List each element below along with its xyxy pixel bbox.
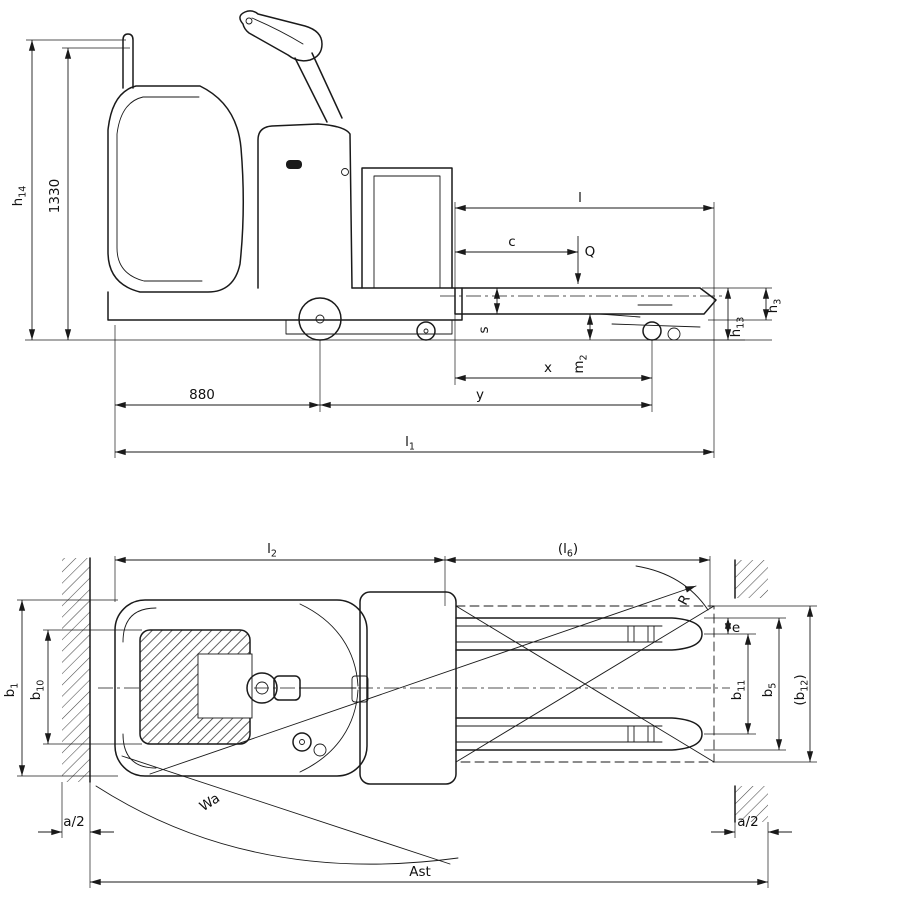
dim-h14-label: h14 — [10, 186, 29, 207]
fork-tip-linkage — [599, 304, 701, 328]
side-view-dimensions: h14 1330 l c Q h3 h13 s m2 — [10, 40, 784, 456]
dim-a2-left-label: a/2 — [63, 814, 84, 830]
dim-b5-label: b5 — [760, 683, 779, 698]
dim-ast-label: Ast — [409, 864, 431, 880]
top-view-dimensions: l2 (l6) R e b1 b10 b11 b5 (b12) Wa — [2, 541, 814, 886]
dim-l1-label: l1 — [405, 434, 415, 453]
dim-b10-label: b10 — [28, 680, 47, 701]
tiller-handle-inner-line — [251, 17, 304, 45]
lift-mast — [361, 167, 453, 289]
tiller-pivot — [246, 672, 278, 704]
diagonal-2 — [455, 605, 715, 763]
control-button-2 — [313, 743, 327, 757]
fork-tip-wheel-2 — [667, 327, 681, 341]
dim-m2-label: m2 — [571, 354, 590, 373]
housing-badge — [286, 160, 302, 169]
side-view: h14 1330 l c Q h3 h13 s m2 — [10, 10, 784, 458]
platform-insert — [197, 653, 253, 719]
dim-b12-label: (b12) — [792, 674, 811, 705]
dim-r-label: R — [675, 592, 694, 608]
dim-h13-label: h13 — [728, 317, 747, 338]
turning-arc — [95, 785, 459, 865]
housing-knob — [341, 168, 349, 176]
side-view-extension-lines — [26, 39, 772, 458]
fork-tip-wheel — [642, 321, 662, 341]
dim-l6-label: (l6) — [558, 541, 578, 560]
fork-bottom-plan — [455, 717, 703, 751]
backrest-inner-line — [116, 96, 203, 282]
dim-y-label: y — [476, 387, 484, 403]
radius-line — [149, 585, 697, 775]
caster-wheel — [416, 321, 436, 341]
dim-880-label: 880 — [189, 387, 215, 403]
drive-wheel-hub — [315, 314, 325, 324]
dim-l2-label: l2 — [267, 541, 277, 560]
dim-q-label: Q — [585, 244, 596, 260]
fork-carriage — [359, 591, 457, 785]
dim-1330-label: 1330 — [47, 179, 63, 213]
dim-x-label: x — [544, 360, 552, 376]
cover-curves — [299, 603, 359, 773]
dim-s-label: s — [476, 326, 492, 333]
dim-e-label: e — [732, 620, 740, 636]
turning-tangent — [121, 755, 451, 865]
dim-b1-label: b1 — [2, 683, 21, 698]
chassis — [107, 287, 463, 321]
top-view: l2 (l6) R e b1 b10 b11 b5 (b12) Wa — [2, 541, 817, 888]
dim-h3-label: h3 — [765, 299, 784, 314]
pallet-dashed-frame — [455, 605, 715, 763]
chassis-skirt — [285, 319, 453, 335]
control-button-1-dot — [299, 739, 305, 745]
caster-hub — [423, 328, 429, 334]
body-plan-outline — [114, 599, 368, 777]
fork-top-tip-roller — [627, 625, 655, 643]
tiller-handle — [239, 10, 323, 62]
dim-c-label: c — [508, 234, 515, 250]
backrest-outline — [107, 85, 245, 293]
dim-wa-label: Wa — [197, 790, 223, 815]
dim-l-label: l — [578, 190, 582, 206]
tiller-arm — [294, 52, 343, 123]
top-view-extension-lines — [17, 556, 817, 888]
fork-profile — [351, 287, 717, 315]
dim-b11-label: b11 — [729, 680, 748, 701]
top-view-walls — [62, 557, 768, 823]
motor-housing — [257, 123, 353, 289]
dim-a2-right-label: a/2 — [737, 814, 758, 830]
fork-bottom-tip-roller — [627, 725, 655, 743]
right-wall-bottom-hatch — [735, 786, 768, 822]
tiller-pivot-hub — [255, 681, 269, 695]
tiller-handle-knob — [245, 17, 253, 25]
side-view-truck — [25, 10, 745, 341]
antenna-mast — [122, 33, 134, 89]
sweep-arc-top — [635, 565, 709, 611]
top-view-truck — [95, 565, 730, 865]
right-wall-top-hatch — [735, 560, 768, 598]
control-button-1 — [292, 732, 312, 752]
fork-top-plan — [455, 617, 703, 651]
lift-mast-inner — [373, 175, 441, 289]
left-wall-hatch — [62, 558, 90, 782]
